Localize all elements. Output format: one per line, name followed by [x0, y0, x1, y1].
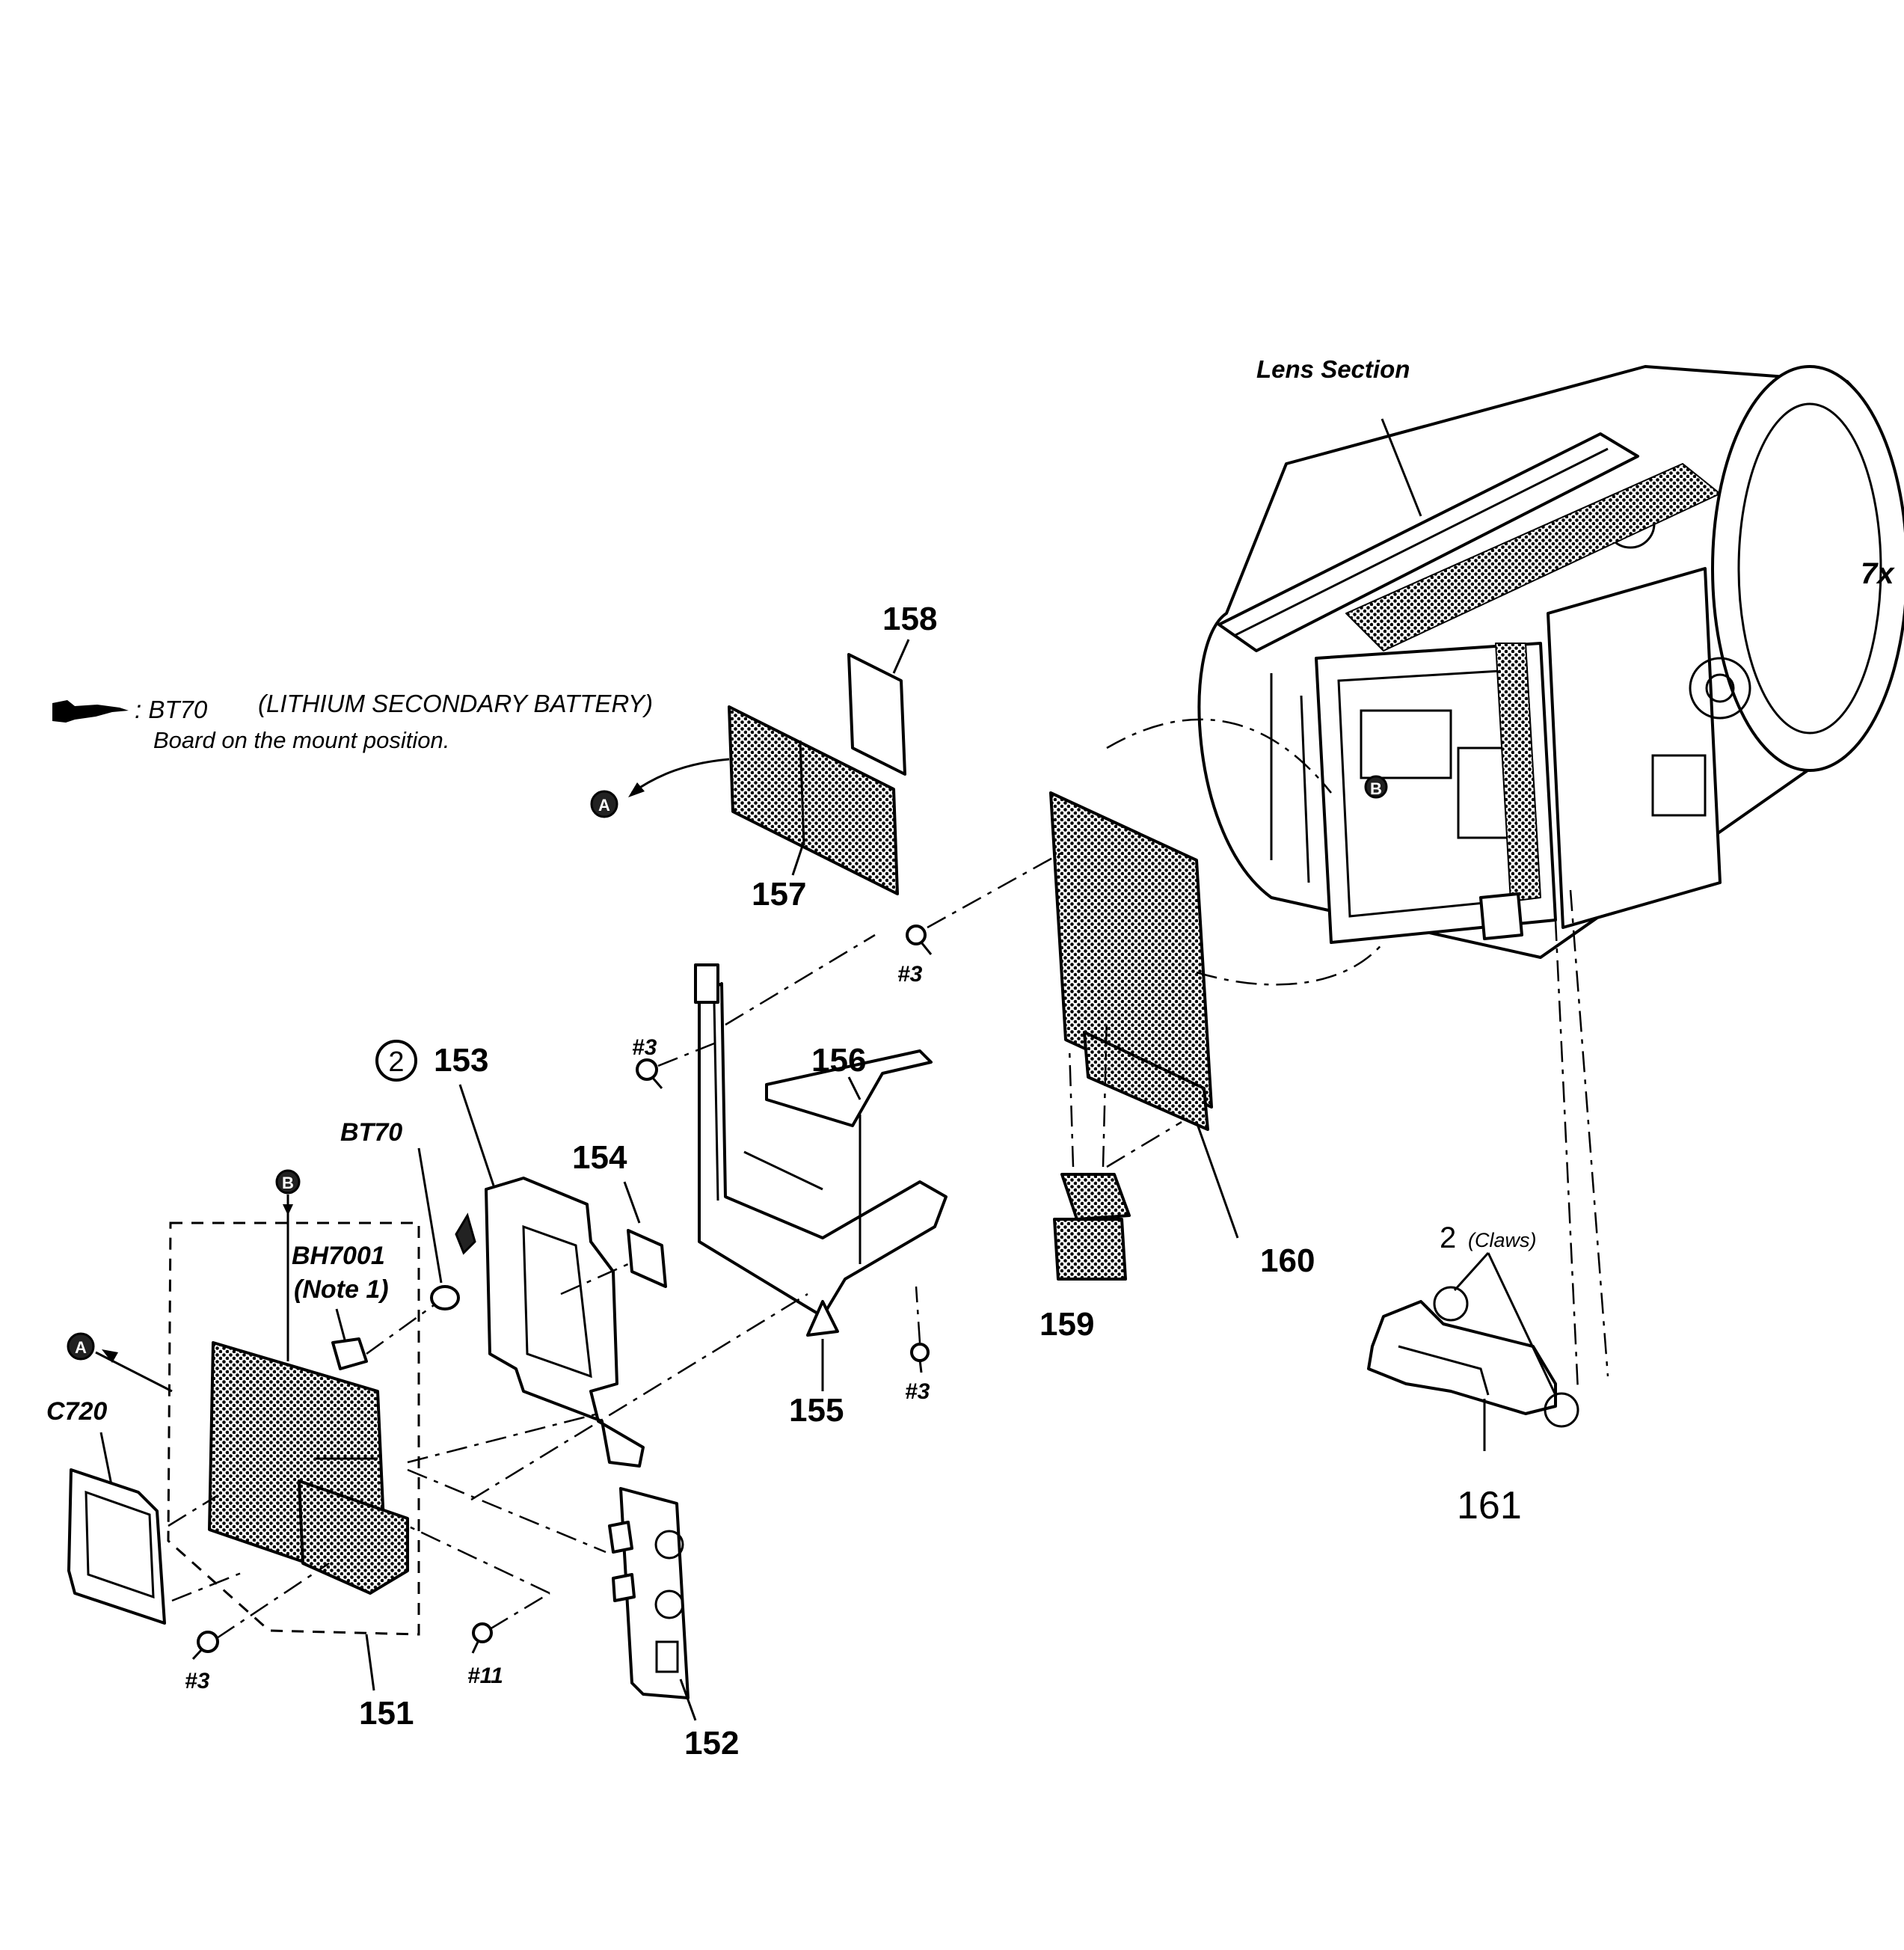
part-157-board	[728, 705, 899, 895]
bt70-battery	[430, 1212, 476, 1310]
part-156-sheet	[765, 1049, 933, 1127]
part-number-153: 153	[434, 1042, 488, 1079]
part-152-jack-panel	[608, 1487, 690, 1699]
battery-note: : BT70 (LITHIUM SECONDARY BATTERY) Board…	[52, 690, 653, 753]
battery-note-desc: (LITHIUM SECONDARY BATTERY)	[258, 690, 653, 717]
screw-label-11: #11	[467, 1664, 503, 1688]
part-158-sheet	[847, 653, 906, 776]
part-159-board	[1053, 1173, 1131, 1281]
screw-label-3-top: #3	[897, 962, 923, 987]
claw-circle-1	[1433, 1286, 1469, 1322]
bh7001-holder	[331, 1337, 368, 1370]
screw-3-mid	[636, 1058, 663, 1089]
note1-label: (Note 1)	[294, 1275, 389, 1304]
part-number-160: 160	[1260, 1242, 1315, 1279]
part-155-frame	[694, 963, 948, 1337]
bt70-label: BT70	[340, 1118, 402, 1147]
screw-label-3-right: #3	[905, 1379, 930, 1404]
part-number-161: 161	[1457, 1484, 1522, 1527]
claws-count: 2	[1440, 1221, 1456, 1254]
part-number-151: 151	[359, 1695, 414, 1732]
claws-text: (Claws)	[1468, 1229, 1537, 1251]
part-number-159: 159	[1039, 1306, 1094, 1343]
bh7001-label: BH7001	[292, 1242, 385, 1270]
marker-b-151: B	[282, 1174, 294, 1192]
part-161-bracket	[1367, 1300, 1557, 1415]
screw-label-3-left: #3	[185, 1669, 210, 1693]
svg-text:7x: 7x	[1861, 557, 1895, 590]
screw-3-left	[191, 1631, 219, 1661]
claw-circle-2	[1544, 1392, 1579, 1428]
c720-label: C720	[46, 1397, 107, 1426]
circled-2-marker: 2	[388, 1046, 404, 1078]
battery-note-ref: : BT70	[135, 696, 208, 723]
part-154-sheet	[627, 1229, 667, 1288]
battery-note-line2: Board on the mount position.	[153, 727, 449, 753]
marker-a-151: A	[75, 1338, 87, 1357]
part-153-frame	[485, 1177, 645, 1468]
part-number-154: 154	[572, 1139, 627, 1176]
pointing-hand-icon	[52, 700, 129, 723]
part-number-158: 158	[882, 601, 937, 637]
screw-11	[471, 1622, 493, 1654]
screw-3-right	[910, 1343, 930, 1373]
marker-a-157: A	[598, 796, 610, 815]
part-number-152: 152	[684, 1725, 739, 1762]
part-160-board	[1049, 791, 1213, 1131]
part-151-board	[208, 1341, 409, 1595]
part-c720	[67, 1468, 166, 1625]
marker-b-lens: B	[1370, 779, 1382, 798]
part-number-155: 155	[789, 1392, 844, 1429]
part-number-156: 156	[811, 1042, 866, 1079]
lens-section-assembly: 7x B	[1197, 365, 1904, 959]
screw-3-top	[906, 925, 933, 955]
screw-label-3-mid: #3	[632, 1035, 657, 1060]
part-151-dashed-outline	[167, 1221, 420, 1636]
lens-section-label: Lens Section	[1256, 355, 1410, 383]
part-number-157: 157	[752, 876, 806, 913]
